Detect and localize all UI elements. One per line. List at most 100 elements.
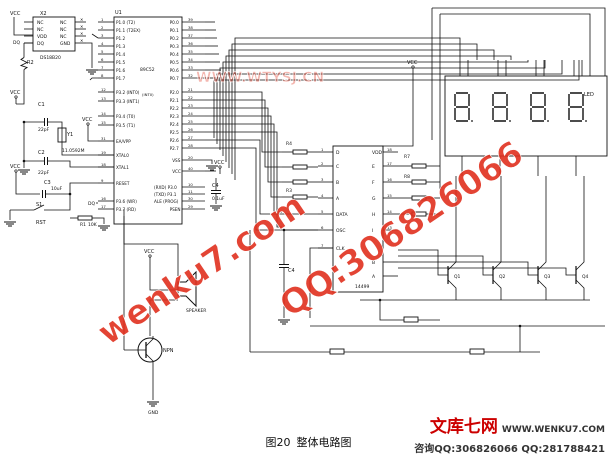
wire [48,160,114,168]
wire [16,84,25,105]
r1-resistor [77,215,93,221]
wire [46,182,98,195]
speaker-label: SPEAKER [186,308,206,314]
mcu-pin-number: 11 [188,189,193,194]
vcc-symbol [411,65,415,69]
wire [145,353,154,366]
junction-dot [68,192,72,196]
c2-label: C2 [38,150,45,156]
no-connect-mark: ✕ [80,24,83,29]
mcu-name: 89C52 [140,67,155,73]
driver-left-pin-label: D [336,150,340,156]
mcu-right-pin-label: P2.4 [170,122,180,127]
mcu-right-pin-label: P0.1 [170,28,180,33]
resistor [329,348,345,355]
wire [228,49,495,168]
mcu-right-pin-label: P0.5 [170,60,180,65]
segment-resistor [411,211,427,217]
sensor-pin-label: VDD [37,34,48,40]
wire [205,107,282,183]
mcu-pin-number: 12 [101,87,106,92]
vcc-label: VCC [82,117,93,123]
mcu-left-pin-label: P1.2 [116,36,126,41]
wire [231,43,478,174]
wire [398,267,576,276]
no-connect-mark: ✕ [80,38,83,43]
driver-input-resistor [292,164,308,170]
mcu-left-pin-label: P3.4 (T0) [116,114,135,119]
mcu-right-pin-label: P2.3 [170,114,180,119]
wire [205,131,282,228]
decimal-point [509,120,511,122]
mcu-pin-number: 29 [188,204,193,209]
mcu-right-pin-label: P0.0 [170,20,180,25]
mcu-pin-number: 24 [188,111,193,116]
c1-label: C1 [38,102,45,108]
wire [89,77,98,81]
wire [492,279,502,300]
mcu-right-pin-label: P2.2 [170,106,180,111]
mcu-right-pin-label: VSS [172,158,181,163]
wire [205,123,282,213]
wire [205,159,213,164]
mcu-left-pin-label: RESET [116,181,130,186]
resistor [19,57,29,70]
driver-right-pin-label: H [372,212,375,218]
mcu-pin-number: 39 [188,17,193,22]
wire [398,255,493,276]
c3-label: C3 [44,180,51,186]
sensor-ref: X2 [40,11,47,17]
mcu-right-pin-label: P0.7 [170,76,180,81]
figure-title: 整体电路图 [296,436,352,449]
vcc-label: VCC [407,60,418,66]
mcu-right-pin-label: PSEN [170,207,181,212]
driver-right-pin-label: I [372,228,373,234]
vcc-symbol [14,95,18,99]
mcu-right-pin-label: P2.5 [170,130,180,135]
mcu-pin-number: 22 [188,95,193,100]
seven-segment-digit [568,92,584,122]
driver-pin-number: 16 [387,177,392,182]
mcu-pin-number: 1 [101,17,104,22]
driver-pin-number: 4 [321,193,324,198]
mcu-pin-number: 30 [188,196,193,201]
wire [219,60,546,150]
segment-resistor [411,195,427,201]
mcu-pin-number: 40 [188,166,193,171]
driver-pin-number: 1 [321,147,324,152]
mcu-pin-number: 36 [188,41,193,46]
transistor-label: Q1 [454,274,461,280]
mcu-ref: U1 [115,10,122,16]
wire [447,279,457,300]
mcu-left-pin-label: P1.3 [116,44,126,49]
wire [149,299,178,336]
mcu-pin-number: 8 [101,73,104,78]
mcu-pin-number: 19 [101,150,106,155]
wire [86,42,93,68]
wire [222,60,529,156]
driver-pin-number: 17 [387,161,392,166]
driver-left-pin-label: C [336,164,339,170]
driver-right-pin-label: E [372,164,375,170]
mcu-pin-number: 13 [101,96,106,101]
gnd-label: GND [148,410,159,416]
driver-right-pin-label: F [372,180,375,186]
mcu-pin-number: 27 [188,135,193,140]
mcu-pin-number: 33 [188,65,193,70]
wire [149,263,178,291]
transistor-label: Q4 [582,274,589,280]
c2-value: 22pF [38,170,50,176]
driver-input-resistor [292,179,308,185]
watermark-qq: QQ:306826066 [273,133,531,325]
mcu-pin-number: 34 [188,57,193,62]
decimal-point [471,120,473,122]
mcu-pin-number: 21 [188,87,193,92]
mcu-pin-number: 32 [188,73,193,78]
driver-right-pin-label: VDD [372,150,383,156]
seven-segment-digit [492,92,508,122]
reset-label: RST [36,220,47,226]
wire [216,60,563,144]
vcc-label: VCC [10,90,21,96]
mcu-right-pin-label: (TXD) P3.1 [154,192,177,197]
mcu-pin-number: 17 [101,204,106,209]
